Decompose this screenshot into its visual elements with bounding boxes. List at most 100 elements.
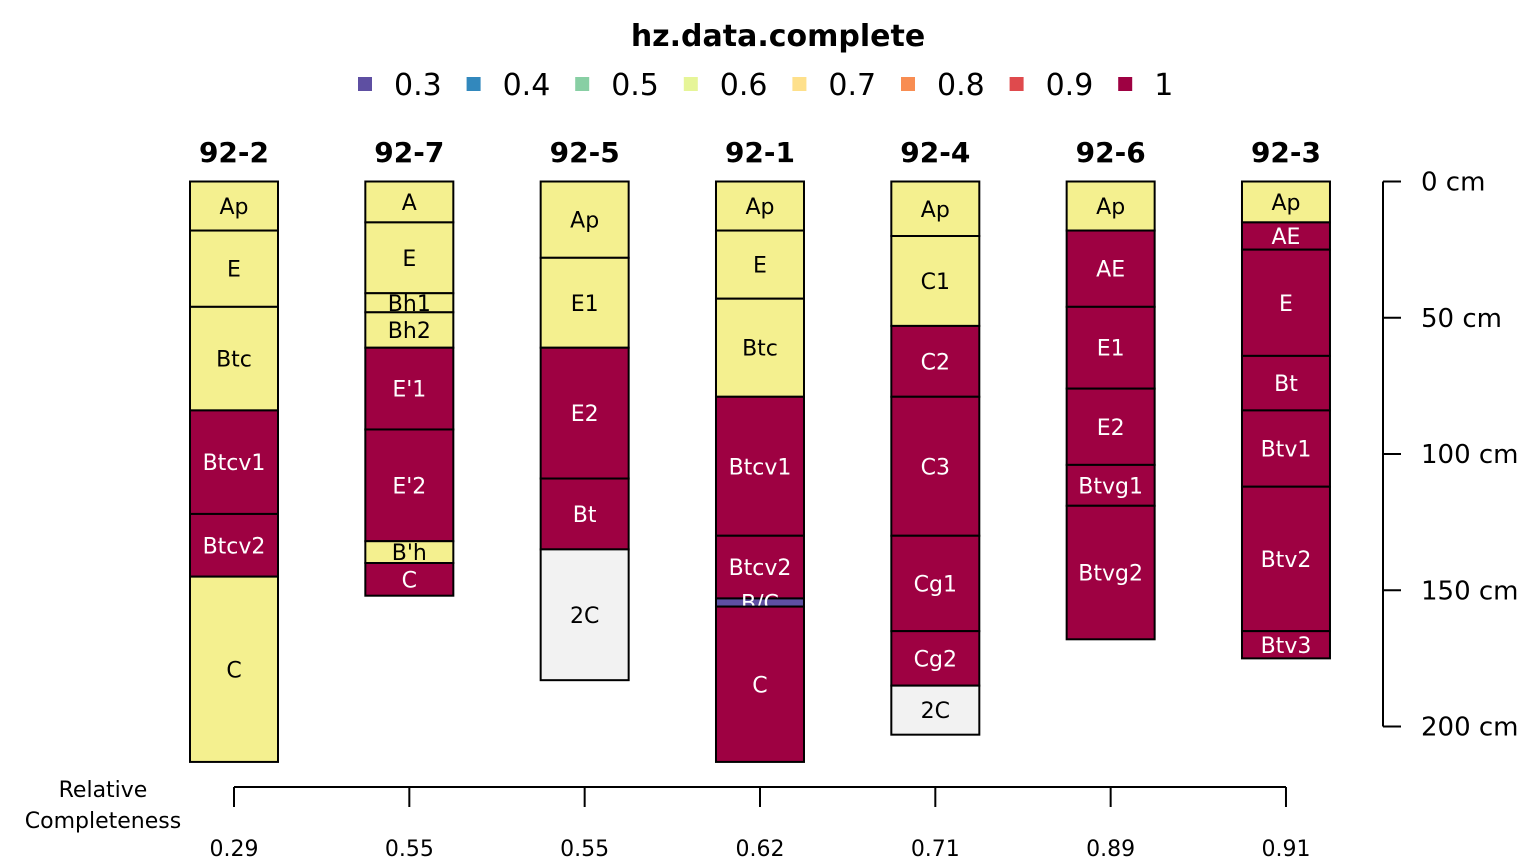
profile-label: 92-6 (1076, 136, 1146, 169)
completeness-tick-label: 0.62 (735, 837, 784, 862)
horizon-label: E2 (1097, 416, 1125, 441)
horizon-c (189, 575, 279, 763)
horizon-label: Btv3 (1261, 634, 1312, 659)
horizon-ae (1065, 229, 1156, 308)
horizon-label: Cg1 (914, 572, 957, 597)
horizon-label: Bh2 (388, 319, 431, 344)
legend-swatch-0-4 (466, 77, 481, 91)
legend-label-0-4: 0.4 (503, 68, 551, 103)
legend-label-0-9: 0.9 (1046, 68, 1094, 103)
horizon-2c (890, 684, 981, 736)
profile-label: 92-2 (199, 136, 269, 169)
legend-swatch-0-9 (1009, 77, 1024, 91)
legend-swatch-1 (1118, 77, 1133, 91)
horizon-label: Bt (1274, 372, 1298, 397)
depth-tick-label: 0 cm (1421, 168, 1485, 198)
horizon-label: C (752, 673, 767, 698)
horizon-e-1 (364, 346, 455, 431)
legend-swatch-0-8 (901, 77, 915, 91)
depth-tick-label: 150 cm (1421, 576, 1519, 606)
completeness-tick-label: 0.71 (911, 837, 960, 862)
horizon-label: Btcv1 (729, 455, 792, 480)
horizon-label: Btvg1 (1078, 474, 1143, 499)
profile-label: 92-4 (900, 136, 970, 169)
horizon-label: Btvg2 (1078, 562, 1143, 587)
horizon-label: Btc (216, 348, 252, 373)
horizon-label: C2 (921, 350, 950, 375)
profile-label: 92-7 (374, 136, 444, 169)
horizon-label: 2C (570, 604, 599, 629)
horizon-label: Btcv2 (729, 556, 792, 581)
legend-label-0-8: 0.8 (937, 68, 985, 103)
horizon-label: AE (1096, 258, 1125, 283)
horizon-label: E'1 (392, 378, 426, 403)
horizon-label: Ap (570, 209, 599, 234)
depth-tick-label: 200 cm (1421, 713, 1519, 743)
horizon-btvg2 (1065, 504, 1156, 641)
legend-label-0-5: 0.5 (611, 68, 659, 103)
horizon-label: C1 (921, 270, 950, 295)
profile-label: 92-5 (550, 136, 620, 169)
profile-label: 92-3 (1251, 136, 1321, 169)
horizon-btv1 (1240, 409, 1331, 488)
horizon-e (714, 229, 805, 300)
horizon-label: Btv2 (1261, 548, 1312, 573)
legend-label-0-6: 0.6 (720, 68, 768, 103)
completeness-tick-label: 0.89 (1086, 837, 1135, 862)
horizon-label: Ap (921, 198, 950, 223)
horizon-e (189, 229, 279, 308)
horizon-e2 (1065, 387, 1156, 466)
horizon-btv2 (1240, 485, 1331, 633)
horizon-label: Bt (573, 503, 597, 528)
horizon-label: AE (1272, 225, 1301, 250)
legend-label-0-7: 0.7 (828, 68, 876, 103)
horizon-bt (539, 477, 630, 551)
profiles: 92-2ApEBtcBtcv1Btcv2C92-7AEBh1Bh2E'1E'2B… (189, 136, 1331, 763)
chart-title: hz.data.complete (631, 19, 925, 54)
horizon-ap (890, 180, 981, 237)
horizon-label: E1 (1097, 337, 1125, 362)
horizon-label: E (753, 254, 767, 279)
horizon-c3 (890, 395, 981, 537)
horizon-c1 (890, 235, 981, 327)
horizon-label: Ap (1096, 195, 1125, 220)
legend-swatch-0-3 (358, 77, 372, 91)
horizon-label: E'2 (392, 474, 426, 499)
horizon-e-2 (364, 428, 455, 543)
completeness-axis-title: Completeness (25, 809, 181, 834)
depth-axis: 0 cm 50 cm 100 cm 150 cm 200 cm (1382, 168, 1519, 743)
legend-swatch-0-5 (575, 77, 590, 91)
completeness-axis-title: Relative (59, 778, 148, 803)
horizon-label: Btcv2 (203, 534, 266, 559)
horizon-btcv2 (714, 534, 805, 600)
horizon-ae (1240, 221, 1331, 251)
horizon-label: Btcv1 (203, 451, 266, 476)
horizon-btcv1 (189, 409, 279, 515)
horizon-label: Ap (745, 195, 774, 220)
legend-swatch-0-7 (792, 77, 807, 91)
horizon-btc (189, 305, 279, 412)
horizon-label: C (402, 568, 417, 593)
depth-tick-label: 100 cm (1421, 440, 1519, 470)
horizon-e1 (1065, 305, 1156, 390)
horizon-label: C (226, 658, 241, 683)
completeness-tick-label: 0.55 (385, 837, 434, 862)
horizon-label: E2 (571, 402, 599, 427)
profile-label: 92-1 (725, 136, 795, 169)
horizon-label: Cg2 (914, 647, 957, 672)
horizon-label: Btv1 (1261, 438, 1312, 463)
horizon-label: A (402, 191, 417, 216)
horizon-btc (714, 297, 805, 398)
depth-tick-label: 50 cm (1421, 304, 1502, 334)
horizon-c (364, 562, 455, 597)
legend-swatch-0-6 (683, 77, 698, 91)
